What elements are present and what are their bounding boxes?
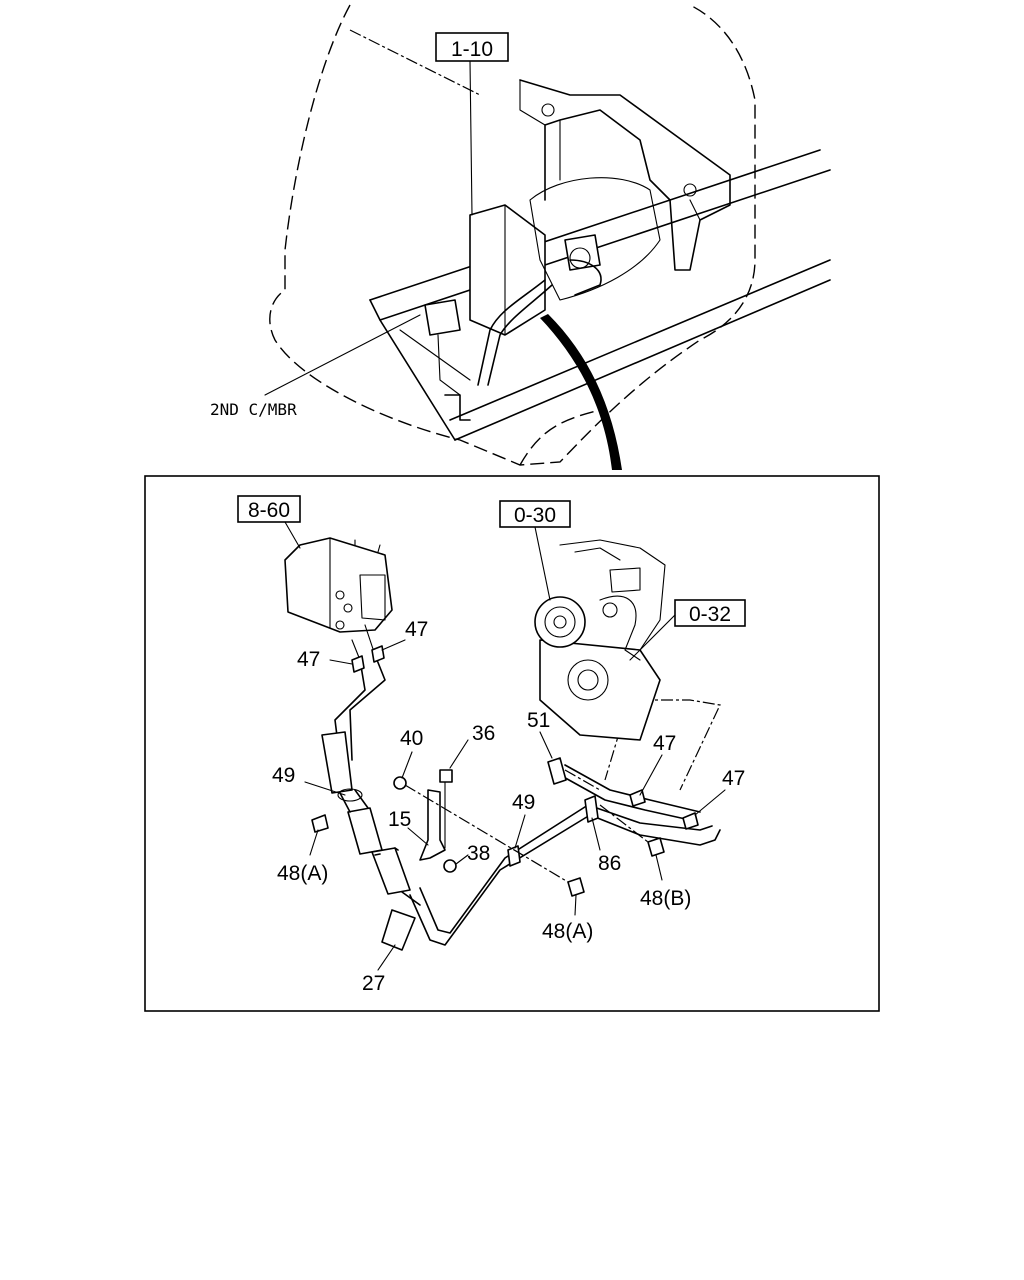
ref-0-30: 0-30 xyxy=(514,504,556,527)
label-49-b: 49 xyxy=(512,791,535,814)
hose-sleeve-lower xyxy=(371,847,411,895)
frame-end xyxy=(369,299,456,441)
label-48a-left: 48(A) xyxy=(277,862,328,885)
compressor-pulley xyxy=(534,596,586,648)
engine-block xyxy=(529,177,661,301)
frame-rail-lower xyxy=(449,259,831,421)
fitting-47-c xyxy=(629,789,646,807)
detail-frame xyxy=(144,475,880,1012)
crossmember-label: 2ND C/MBR xyxy=(210,400,297,419)
ref-8-60: 8-60 xyxy=(248,499,290,522)
upper-hose-b xyxy=(487,284,553,386)
bolt-48a-right xyxy=(567,877,585,897)
nut-40 xyxy=(393,776,407,790)
condenser-unit xyxy=(284,537,393,633)
support-frame xyxy=(519,79,731,271)
label-86: 86 xyxy=(598,852,621,875)
ref-box-1-10 xyxy=(435,32,509,62)
label-36: 36 xyxy=(472,722,495,745)
bolt-48a-left xyxy=(311,814,329,833)
label-48a-right: 48(A) xyxy=(542,920,593,943)
bracket-15 xyxy=(419,789,446,861)
crossmember-bracket xyxy=(444,394,471,421)
engine-head xyxy=(559,539,666,651)
frame-rail-lower-2 xyxy=(454,279,831,441)
bolt-48b xyxy=(647,837,665,857)
label-47-d: 47 xyxy=(722,767,745,790)
fitting-47-b xyxy=(371,645,385,663)
fitting-47-d xyxy=(682,812,699,830)
ref-0-32: 0-32 xyxy=(689,603,731,626)
label-38: 38 xyxy=(467,842,490,865)
cab-outline xyxy=(269,4,756,466)
fitting-51 xyxy=(547,757,567,785)
ref-box-0-32 xyxy=(674,599,746,627)
ref-box-0-30 xyxy=(499,500,571,528)
bolt-36 xyxy=(439,769,453,783)
pipe-from-compressor xyxy=(559,774,691,821)
clamp-86 xyxy=(584,795,599,823)
engine-pulley xyxy=(567,659,609,701)
hose-sleeve-upper xyxy=(321,731,353,794)
label-15: 15 xyxy=(388,808,411,831)
clamp-49-mid xyxy=(507,845,521,867)
engine-block-detail xyxy=(539,639,661,741)
label-47-a: 47 xyxy=(405,618,428,641)
compressor-box xyxy=(564,234,601,271)
ref-box-8-60 xyxy=(237,495,301,523)
upper-hose-a xyxy=(477,279,546,386)
label-51: 51 xyxy=(527,709,550,732)
ref-1-10: 1-10 xyxy=(451,38,493,61)
label-47-c: 47 xyxy=(653,732,676,755)
fitting-47-a xyxy=(351,655,365,673)
label-47-b: 47 xyxy=(297,648,320,671)
clamp-49-left xyxy=(337,788,363,802)
detail-view: 8-60 xyxy=(237,495,746,995)
label-40: 40 xyxy=(400,727,423,750)
cab-centerline xyxy=(349,29,481,96)
hose-end-27 xyxy=(381,909,416,951)
crossmember-beam xyxy=(399,329,471,381)
label-49-a: 49 xyxy=(272,764,295,787)
small-bracket xyxy=(424,299,461,336)
nut-38 xyxy=(443,859,457,873)
cab-lower-line xyxy=(519,409,601,466)
label-48b: 48(B) xyxy=(640,887,691,910)
compressor-lines xyxy=(599,595,641,661)
detail-pointer xyxy=(540,314,622,470)
pipe-lower-main-b xyxy=(419,804,713,934)
pipe-upper-b xyxy=(349,654,386,761)
frame-rail-upper-2 xyxy=(379,169,831,321)
hose-sleeve-mid xyxy=(347,807,383,855)
label-27: 27 xyxy=(362,972,385,995)
frame-rail-upper xyxy=(369,149,821,301)
truck-overview: 1-10 2ND C/MBR xyxy=(210,4,831,470)
